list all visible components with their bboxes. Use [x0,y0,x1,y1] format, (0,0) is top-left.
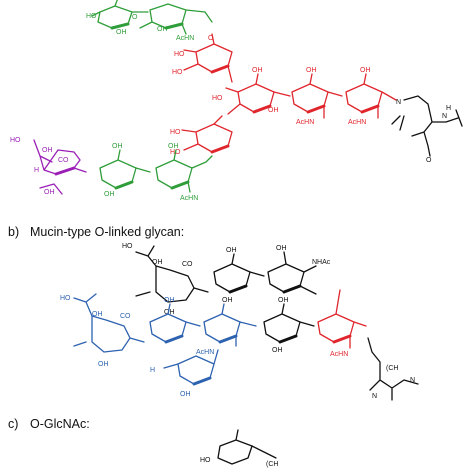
label-ho-1: HO [86,13,97,20]
label-co2-purple: CO [58,157,69,164]
section-c-title: O-GlcNAc: [30,417,90,431]
label-ho-red-3: HO [212,95,223,102]
label-ch3-b: (CH [386,365,398,372]
label-oh-b3: OH [226,247,237,254]
label-oh-blue-1: OH [92,311,103,318]
label-ho-c: HO [200,457,211,464]
blue-galactose [149,303,201,344]
label-oh-purple-2: OH [44,189,55,196]
black-galactose-upper [213,253,265,294]
label-nhac-b: NHAc [312,259,331,266]
label-n-asn: N [396,99,401,106]
blue-fucose [163,349,219,386]
label-ho-blue-1: HO [60,295,71,302]
label-oh-green-3: OH [112,143,123,150]
label-co2-b1: CO [182,261,193,268]
label-achn-red-b: AcHN [330,351,348,358]
label-n-b: N [372,393,377,400]
green-ring-top-right [139,3,213,35]
label-h3c-blue: H [150,367,155,374]
label-oh-b1: OH [152,259,163,266]
green-ring-lower-1 [99,149,151,190]
blue-glcnac [203,303,257,347]
label-oh-b7: OH [272,347,283,354]
red-ring-central [225,73,291,115]
section-a-n-glycan: HO OH AcHN OH O HO HO O OH HO OH OH AcHN [10,0,463,202]
label-ho-purple-1: HO [10,137,21,144]
label-oh-green-4: OH [104,191,115,198]
red-ring-lower [181,115,233,154]
red-ring-glcnac-1 [291,73,343,119]
label-oh-red-1: OH [252,67,263,74]
section-c-letter: c) [8,417,18,431]
label-ch3-c: (CH [266,461,278,468]
green-ring-top-left [91,0,149,30]
label-ho-b1: HO [122,243,133,250]
label-oh-1: OH [116,29,127,36]
red-ring-upper [183,33,233,83]
label-oh-purple-1: OH [42,147,53,154]
label-achn-red-1: AcHN [296,119,314,126]
label-oh-b2: OH [164,309,175,316]
section-c-o-glcnac [217,429,277,465]
label-achn-green-1: AcHN [176,35,194,42]
red-galnac [317,289,367,349]
label-oh-red-3: OH [306,67,317,74]
label-oh-blue-4: OH [180,391,191,398]
label-co2-blue: CO [120,313,131,320]
label-oh-blue-3: OH [164,297,175,304]
section-b-letter: b) [8,225,19,239]
label-oh-green-5: OH [168,143,179,150]
label-oh-red-2: OH [268,107,279,114]
label-oh-red-4: OH [360,67,371,74]
section-b-title: Mucin-type O-linked glycan: [30,225,184,239]
label-n-b2: N [410,377,415,384]
black-glcnac-upper [267,251,317,295]
blue-sialic-acid [73,293,145,353]
label-ho-red-4: HO [170,129,181,136]
red-ring-glcnac-2 [345,73,397,119]
black-galactose-lower [263,303,315,344]
label-oh-b4: OH [222,297,233,304]
label-oh-2: OH [157,26,168,33]
label-ho-red-1: HO [174,51,185,58]
black-sialic-acid-upper [135,245,209,303]
label-h-purple: H [34,167,39,174]
label-achn-red-2: AcHN [348,119,366,126]
label-oh-b6: OH [278,297,289,304]
label-o-red-1: O [208,35,214,42]
label-o-asn: O [426,157,432,164]
purple-sialic-acid [33,139,87,195]
label-achn-blue: AcHN [196,349,214,356]
green-ring-lower-2 [155,149,213,193]
threonine-residue [367,337,419,401]
label-h-asn: H [446,105,451,112]
label-ho-red-2: HO [172,69,183,76]
label-achn-green-2: AcHN [180,195,198,202]
section-b-mucin-glycan: HO OH CO OH OH OH NHAc OH HO OH CO OH [60,243,419,401]
label-oh-b5: OH [276,245,287,252]
label-o-green-1: O [132,14,138,21]
label-n-asn-2: N [442,113,447,120]
label-oh-blue-2: OH [98,361,109,368]
asparagine-residue [391,95,463,157]
